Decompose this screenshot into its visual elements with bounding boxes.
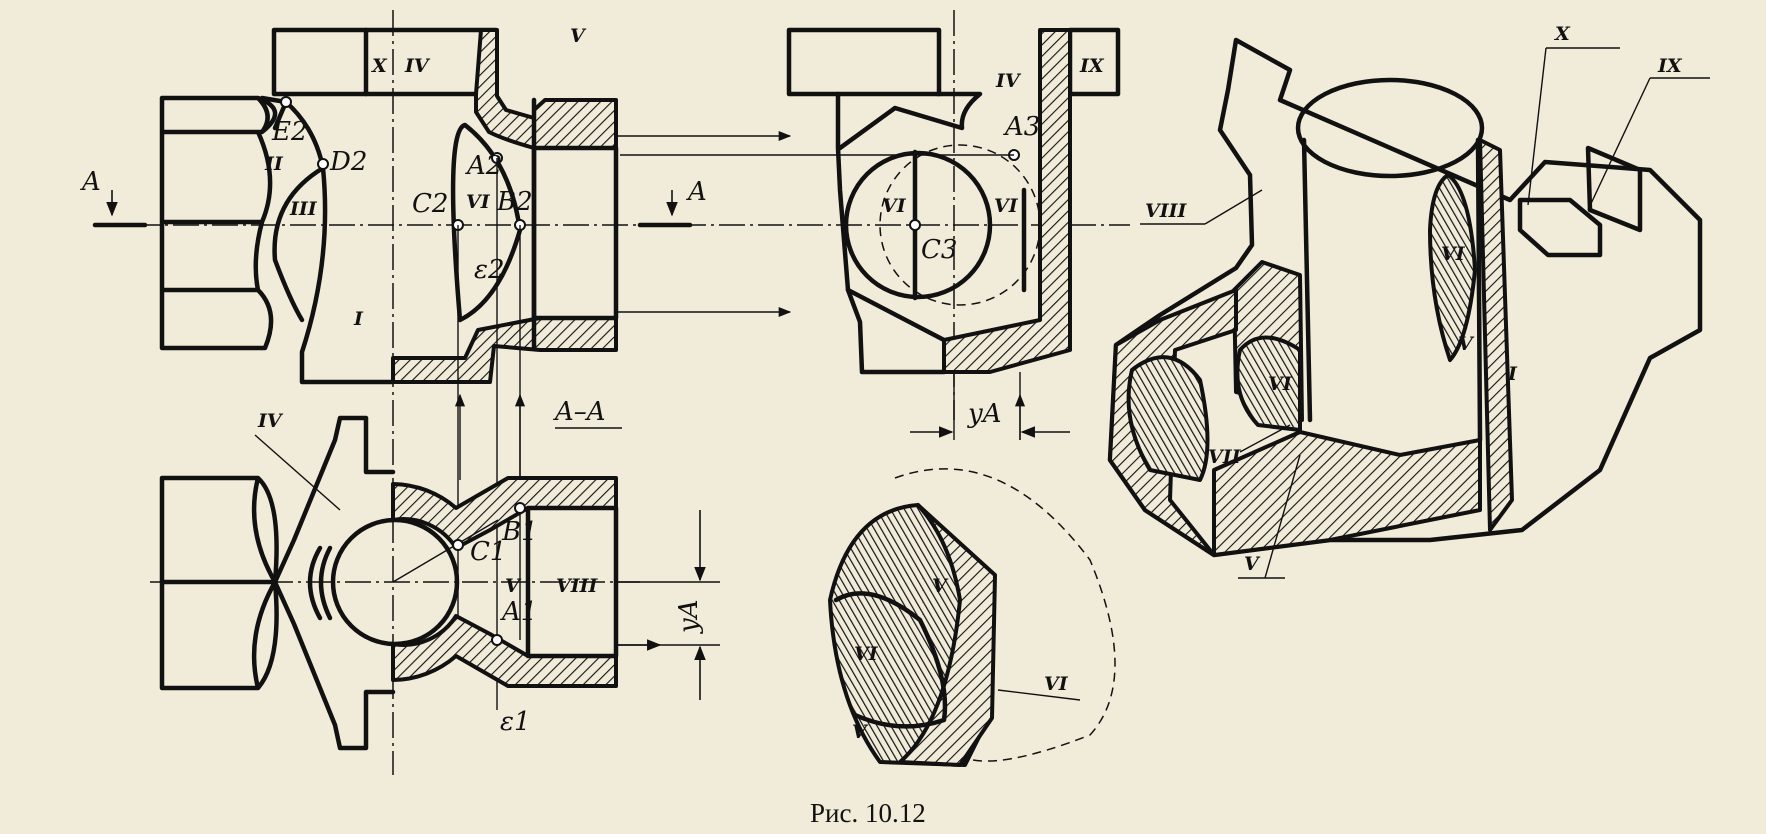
label-eps2: ε2 (474, 255, 505, 285)
side-body-outline (835, 91, 983, 375)
label-D2: D2 (329, 147, 367, 177)
front-lens (450, 122, 523, 323)
roman-I-front: I (353, 308, 364, 330)
label-eps1: ε1 (500, 707, 531, 737)
roman-V-iso-bottom: V (1244, 553, 1261, 575)
roman-VI-side-right: VI (994, 195, 1019, 217)
front-hex-nut (159, 95, 278, 351)
label-B2: B2 (496, 187, 533, 217)
roman-V-iso-right: V (1458, 333, 1475, 355)
roman-VIII-iso: VIII (1145, 200, 1188, 222)
roman-V-detail-bottom: V (852, 721, 869, 743)
roman-IV-top: IV (257, 410, 284, 432)
roman-V-detail-top: V (932, 575, 949, 597)
roman-VI-front: VI (466, 191, 491, 213)
roman-IV-front: IV (404, 55, 431, 77)
side-circle (843, 150, 993, 300)
section-title: A–A (553, 397, 606, 427)
roman-V-front: V (570, 25, 587, 47)
section-mark-left: A (80, 167, 101, 197)
roman-VI-iso-right: VI (1441, 243, 1466, 265)
section-mark-right: A (686, 177, 707, 207)
roman-III-front: III (289, 198, 318, 220)
iso-outer-outline (1107, 37, 1703, 558)
label-C1: C1 (470, 537, 506, 567)
dim-yA-side: yA (674, 600, 704, 634)
top-view: A–A C1 B1 A1 ε1 IV V VIII yA (150, 397, 720, 751)
roman-IV-side: IV (995, 70, 1022, 92)
isometric-cutaway: X IX VIII VI VI V I VII V (1107, 23, 1710, 579)
roman-VI-side-left: VI (882, 195, 907, 217)
roman-VIII-top: VIII (556, 575, 599, 597)
label-B1: B1 (501, 517, 538, 547)
roman-X-iso: X (1554, 23, 1571, 45)
projection-lines (454, 130, 1026, 480)
roman-I-iso: I (1507, 363, 1518, 385)
roman-V-top: V (505, 575, 522, 597)
label-C2: C2 (412, 189, 448, 219)
roman-II-front: II (264, 153, 284, 175)
roman-X-front: X (371, 55, 388, 77)
roman-VII-iso: VII (1208, 446, 1242, 468)
label-A1: A1 (500, 597, 537, 627)
roman-IX-side: IX (1079, 55, 1105, 77)
roman-IX-iso: IX (1657, 55, 1683, 77)
front-body-outline (259, 95, 396, 385)
roman-VI-detail: VI (854, 643, 879, 665)
top-hex-nut (159, 475, 279, 691)
label-E2: E2 (271, 117, 308, 147)
roman-VI-detail-leader: VI (1044, 673, 1069, 695)
label-A3: A3 (1003, 112, 1040, 142)
roman-VI-iso-center: VI (1268, 373, 1293, 395)
dim-yA-top: yA (967, 399, 1001, 429)
top-cross-flange (272, 415, 396, 751)
label-A2: A2 (465, 151, 502, 181)
front-view: A A E2 D2 C2 A2 B2 ε2 X IV V II III VI I (80, 10, 1130, 775)
front-section-wall (474, 28, 618, 150)
detail-view: V VI V VI (828, 468, 1116, 767)
detail-outline (894, 468, 1116, 762)
figure-caption: Рис. 10.12 (810, 798, 926, 828)
label-C3: C3 (921, 235, 957, 265)
